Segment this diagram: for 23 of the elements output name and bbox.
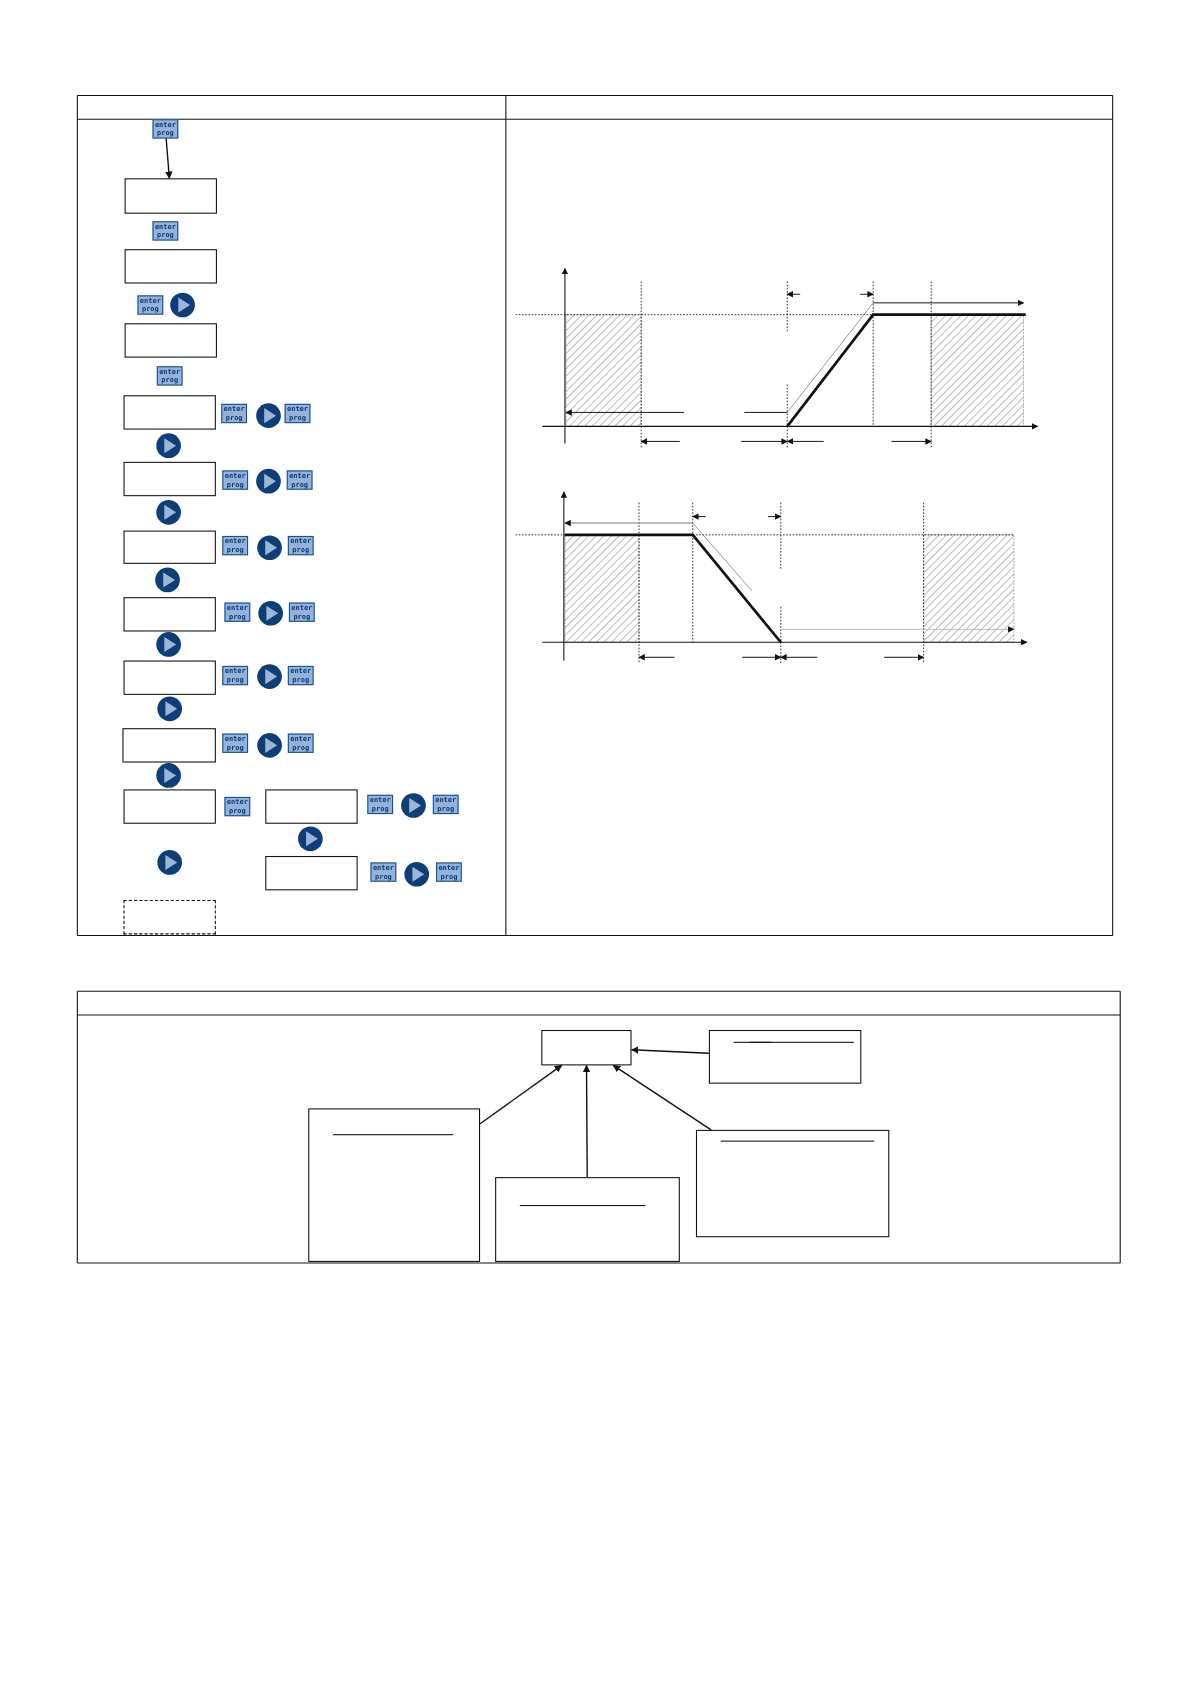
display-box [124, 249, 217, 284]
display-box [123, 900, 216, 935]
display-box [123, 660, 216, 695]
display-box [124, 178, 217, 214]
display-box [265, 856, 358, 891]
arrow [479, 1064, 563, 1125]
display-box [123, 395, 216, 430]
display-box [308, 1108, 481, 1262]
arrow [612, 1064, 712, 1131]
arrow [630, 1046, 710, 1054]
arrow [165, 137, 173, 180]
display-box [122, 728, 216, 763]
arrow [582, 1064, 591, 1178]
display-box [123, 597, 216, 632]
display-box [124, 323, 217, 358]
display-box [541, 1029, 632, 1066]
display-box [123, 789, 216, 824]
display-box [695, 1129, 890, 1238]
display-box [123, 461, 216, 497]
display-box [265, 789, 358, 824]
display-box [495, 1177, 680, 1262]
display-box [123, 530, 216, 564]
display-box [708, 1029, 862, 1084]
